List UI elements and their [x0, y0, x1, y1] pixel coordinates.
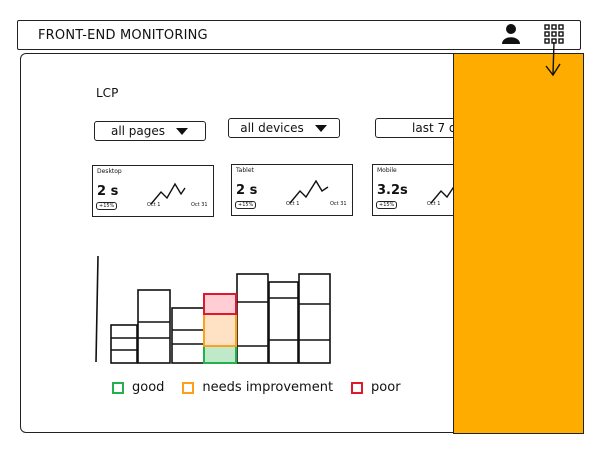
- device-lcp-value: 2 s: [236, 183, 258, 198]
- app-title: FRONT-END MONITORING: [38, 28, 208, 43]
- chart-bar: [137, 289, 171, 364]
- sparkline-icon: [150, 182, 186, 205]
- change-badge: +15%: [235, 201, 257, 209]
- legend-swatch: [112, 381, 124, 394]
- legend-swatch: [182, 381, 195, 394]
- device-name: Desktop: [97, 168, 122, 175]
- pages-dropdown-label: all pages: [110, 124, 166, 138]
- sparkline-start-label: Oct 1: [427, 201, 441, 207]
- chart-bar: [236, 273, 269, 364]
- chart-axis: [95, 255, 99, 363]
- sparkline-icon: [289, 179, 329, 204]
- sparkline-icon: [430, 184, 456, 204]
- chart-bar-poor-segment: [203, 293, 237, 315]
- change-badge: +15%: [376, 201, 398, 209]
- devices-dropdown[interactable]: all devices: [228, 118, 340, 138]
- side-overlay-panel[interactable]: [453, 53, 584, 434]
- device-card-tablet[interactable]: Tablet 2 s +15% Oct 1 Oct 31: [231, 164, 353, 216]
- chart-legend: good needs improvement poor: [112, 380, 401, 395]
- legend-good: good: [112, 380, 164, 395]
- sparkline-end-label: Oct 31: [330, 201, 347, 207]
- chart-bar: [268, 281, 299, 364]
- device-lcp-value: 3.2s: [377, 183, 408, 198]
- legend-label: poor: [371, 380, 401, 395]
- legend-label: good: [132, 380, 165, 395]
- devices-dropdown-label: all devices: [240, 121, 304, 135]
- sparkline-end-label: Oct 31: [191, 202, 208, 208]
- device-card-desktop[interactable]: Desktop 2 s +15% Oct 1 Oct 31: [92, 165, 214, 217]
- device-name: Mobile: [377, 167, 397, 174]
- chart-bar: [298, 273, 331, 364]
- chart-bar: [171, 307, 205, 364]
- chart-bar-good-segment: [203, 345, 237, 364]
- device-lcp-value: 2 s: [97, 184, 119, 199]
- legend-poor: poor: [351, 380, 401, 395]
- device-name: Tablet: [236, 167, 254, 174]
- arrow-icon: [545, 41, 561, 77]
- legend-needs-improvement: needs improvement: [182, 380, 333, 395]
- metric-label: LCP: [96, 86, 119, 100]
- user-icon[interactable]: [500, 22, 522, 46]
- chevron-down-icon: [314, 125, 327, 132]
- app-header: FRONT-END MONITORING: [17, 20, 581, 50]
- chevron-down-icon: [176, 128, 189, 135]
- pages-dropdown[interactable]: all pages: [94, 121, 206, 141]
- sparkline-start-label: Oct 1: [286, 201, 300, 207]
- sparkline-start-label: Oct 1: [147, 202, 161, 208]
- change-badge: +15%: [96, 202, 118, 210]
- chart-bar-needs-segment: [203, 313, 237, 347]
- chart-bar: [110, 324, 138, 364]
- legend-label: needs improvement: [202, 380, 334, 395]
- grid-icon[interactable]: [544, 24, 564, 44]
- legend-swatch: [351, 381, 364, 394]
- lcp-distribution-chart: [95, 255, 331, 364]
